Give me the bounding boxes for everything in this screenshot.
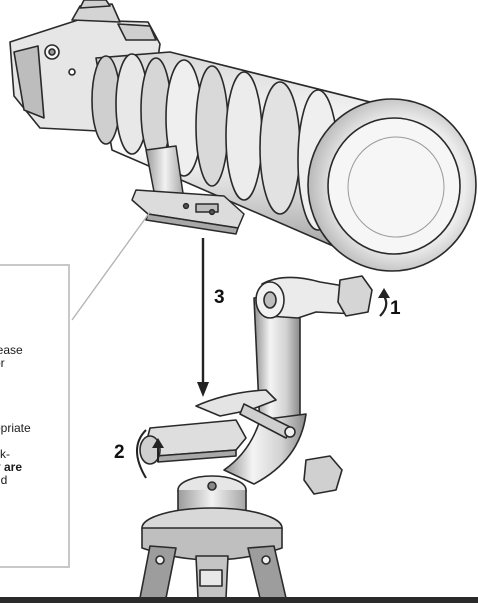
tripod	[139, 507, 287, 599]
step-2-label: 2	[114, 442, 125, 463]
note-line: nd	[0, 473, 8, 487]
note-line: ck-	[0, 447, 10, 461]
lens-foot-plate	[131, 145, 245, 235]
callout-leader	[71, 211, 151, 321]
gimbal-head	[139, 275, 373, 520]
note-line: or	[0, 356, 5, 370]
note-line: opriate	[0, 421, 31, 435]
step-1-rotation-arrow	[378, 288, 390, 317]
step-3-arrow	[197, 238, 209, 397]
step-1-label: 1	[390, 298, 401, 319]
telephoto-lens	[91, 51, 477, 272]
step-3-label: 3	[214, 287, 225, 308]
note-line: lease	[0, 343, 23, 357]
bottom-divider	[0, 597, 478, 603]
instruction-callout-box: lease or opriate l ck- y are nd	[0, 264, 70, 568]
note-line: y are	[0, 460, 23, 474]
step-2-rotation-arrow	[136, 429, 164, 479]
